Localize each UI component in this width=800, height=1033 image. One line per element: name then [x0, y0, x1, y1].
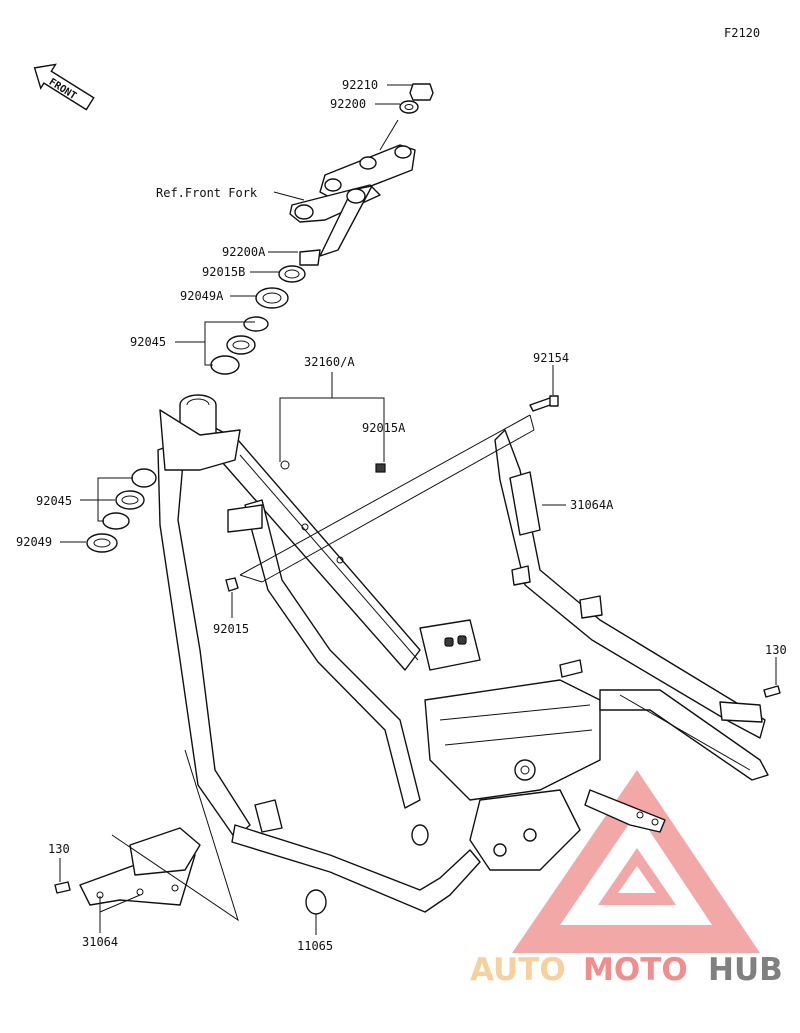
callout-92210: 92210 — [342, 78, 378, 92]
callout-labels: 92210 92200 Ref.Front Fork 92200A 92015B… — [16, 78, 787, 953]
callout-92045-left: 92045 — [36, 494, 72, 508]
callout-130-left: 130 — [48, 842, 70, 856]
callout-ref-front-fork: Ref.Front Fork — [156, 186, 258, 200]
callout-92015a: 92015A — [362, 421, 406, 435]
callout-31064: 31064 — [82, 935, 118, 949]
watermark-hub: HUB — [708, 952, 783, 988]
watermark-logo — [512, 770, 760, 953]
watermark-auto: AUTO — [470, 952, 566, 988]
callout-92200: 92200 — [330, 97, 366, 111]
callout-92049a: 92049A — [180, 289, 224, 303]
callout-32160a: 32160/A — [304, 355, 355, 369]
watermark-text: AUTO MOTO HUB — [470, 952, 783, 988]
callout-92015b: 92015B — [202, 265, 245, 279]
callout-31064a: 31064A — [570, 498, 614, 512]
callout-130-right: 130 — [765, 643, 787, 657]
callout-92045-top: 92045 — [130, 335, 166, 349]
watermark-moto: MOTO — [583, 952, 688, 988]
steering-stem-parts — [54, 83, 781, 915]
callout-11065: 11065 — [297, 939, 333, 953]
callout-92015: 92015 — [213, 622, 249, 636]
callout-92154: 92154 — [533, 351, 569, 365]
motorcycle-frame — [157, 394, 769, 913]
callout-92200a: 92200A — [222, 245, 266, 259]
leader-lines — [59, 84, 777, 935]
front-arrow-icon: FRONT — [33, 63, 95, 111]
diagram-code: F2120 — [724, 26, 760, 40]
callout-92049: 92049 — [16, 535, 52, 549]
